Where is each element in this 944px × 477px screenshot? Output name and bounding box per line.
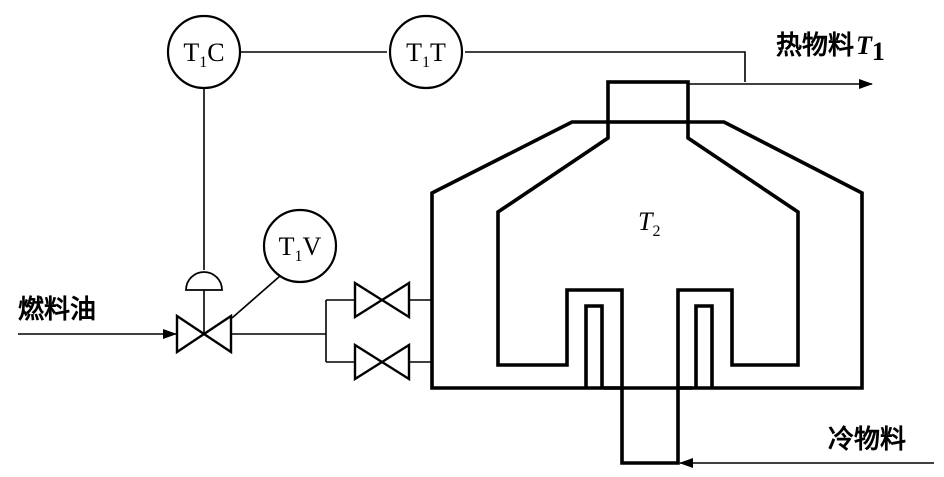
radiant-coil-inner	[676, 122, 800, 390]
burner-left	[584, 304, 604, 388]
signal-line-valve-tag	[231, 275, 281, 319]
valve-actuator-dome	[185, 271, 223, 291]
temperature-transmitter-label: T1T	[406, 38, 446, 71]
furnace	[430, 80, 864, 465]
control-valve[interactable]	[175, 271, 233, 355]
temperature-controller-label: T1C	[183, 38, 224, 71]
furnace-outer-wall	[430, 120, 864, 390]
valve-instrument[interactable]: T1V	[262, 208, 338, 284]
temperature-controller-circle	[166, 14, 242, 90]
valve-instrument-label: T1V	[279, 232, 322, 265]
temperature-controller[interactable]: T1C	[166, 14, 242, 90]
fuel-label: 燃料油	[18, 295, 96, 325]
valve-instrument-circle	[262, 208, 338, 284]
valve-body	[175, 313, 233, 355]
burner-valve-upper[interactable]	[353, 280, 411, 320]
furnace-stack	[606, 80, 690, 124]
temperature-transmitter[interactable]: T1T	[388, 14, 464, 90]
signal-line-transmitter-outlet	[465, 51, 746, 82]
radiant-coil-outer	[496, 122, 624, 390]
burner-right	[694, 304, 714, 388]
feed-inlet-pipe	[620, 388, 680, 465]
furnace-temperature-label: T2	[638, 207, 660, 240]
temperature-transmitter-circle	[388, 14, 464, 90]
hot-product-label: 热物料T1	[776, 31, 885, 66]
burner-valve-lower[interactable]	[353, 342, 411, 382]
cold-feed-label: 冷物料	[828, 424, 906, 455]
